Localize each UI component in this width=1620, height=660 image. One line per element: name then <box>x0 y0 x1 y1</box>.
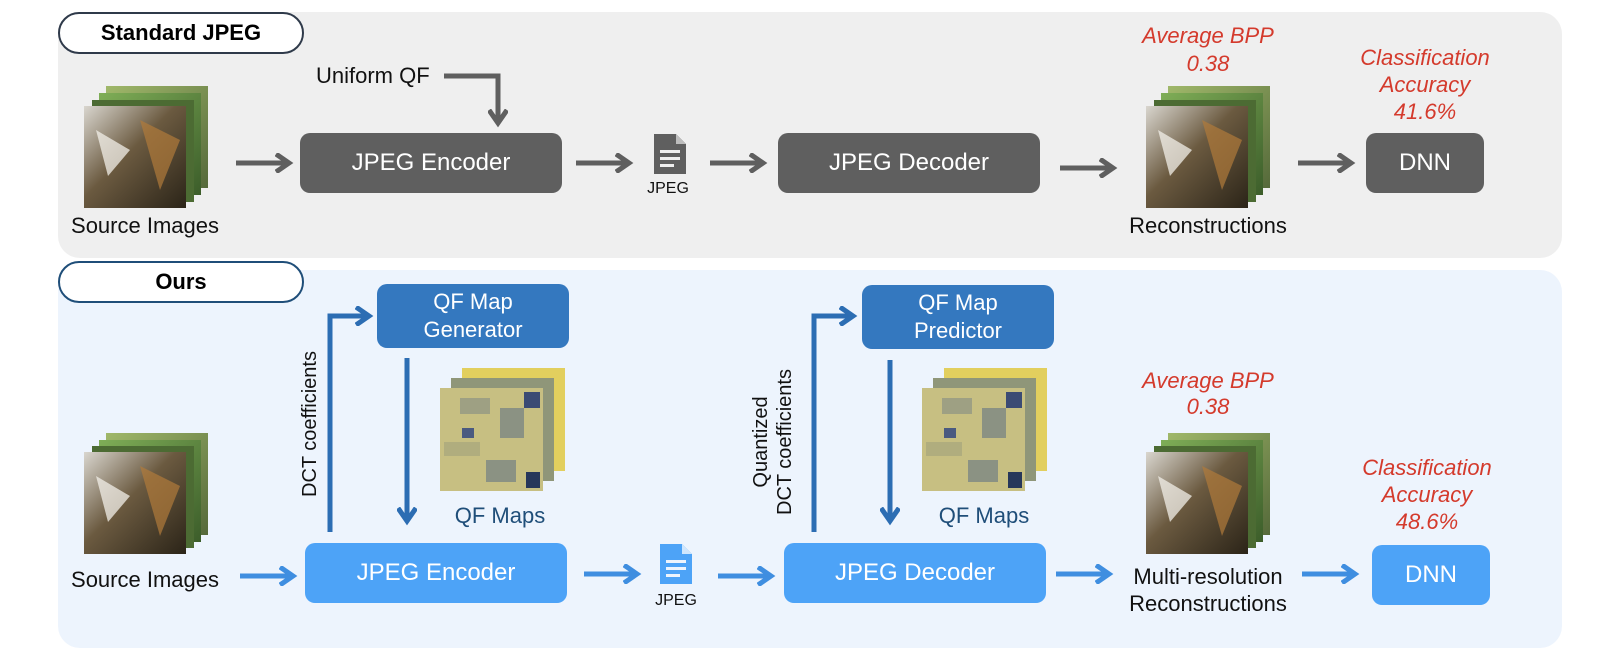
image-stack-icon <box>1146 433 1270 554</box>
predictor-line1: QF Map <box>918 290 998 315</box>
top-acc-line1: Classification <box>1360 45 1490 70</box>
top-bpp-value: 0.38 <box>1186 51 1230 76</box>
dct-coefficients-label: DCT coefficients <box>299 351 321 497</box>
bottom-source-images-label: Source Images <box>71 567 219 592</box>
top-dnn-box: DNN <box>1366 133 1484 193</box>
top-source-images-label: Source Images <box>71 213 219 238</box>
qf-map-predictor-box: QF Map Predictor <box>862 285 1054 349</box>
multi-resolution-reconstructions-label: Reconstructions <box>1129 591 1287 616</box>
predictor-line2: Predictor <box>913 318 1003 343</box>
arrow-icon <box>327 316 890 532</box>
document-icon <box>660 544 692 584</box>
image-stack-icon <box>84 433 208 554</box>
bottom-acc-value: 48.6% <box>1395 509 1459 534</box>
top-acc-line2: Accuracy <box>1379 72 1471 97</box>
arrow-icon <box>240 574 1354 576</box>
quantized-line2: DCT coefficients <box>774 369 796 515</box>
bottom-bpp-value: 0.38 <box>1186 394 1230 419</box>
qf-map-stack-icon <box>440 368 565 491</box>
arrow-icon <box>236 73 1350 168</box>
multi-resolution-label: Multi-resolution <box>1133 564 1283 589</box>
image-stack-icon <box>84 86 208 208</box>
standard-jpeg-title: Standard JPEG <box>58 12 304 54</box>
top-reconstructions-label: Reconstructions <box>1129 213 1287 238</box>
qf-map-stack-icon <box>922 368 1047 491</box>
quantized-line1: Quantized <box>750 396 772 488</box>
top-jpeg-file-label: JPEG <box>647 180 689 197</box>
bottom-jpeg-encoder-box: JPEG Encoder <box>305 543 567 603</box>
uniform-qf-label: Uniform QF <box>316 63 430 88</box>
top-jpeg-encoder-box: JPEG Encoder <box>300 133 562 193</box>
ours-title: Ours <box>58 261 304 303</box>
bottom-dnn-box: DNN <box>1372 545 1490 605</box>
bottom-bpp-title: Average BPP <box>1142 368 1274 393</box>
image-stack-icon <box>1146 86 1270 208</box>
quantized-dct-label: Quantized DCT coefficients <box>749 342 799 542</box>
top-acc-value: 41.6% <box>1393 99 1457 124</box>
bottom-acc-line1: Classification <box>1362 455 1492 480</box>
bottom-jpeg-decoder-box: JPEG Decoder <box>784 543 1046 603</box>
qf-map-generator-box: QF Map Generator <box>377 284 569 348</box>
top-bpp-title: Average BPP <box>1142 23 1274 48</box>
generator-line2: Generator <box>423 317 523 342</box>
top-jpeg-decoder-box: JPEG Decoder <box>778 133 1040 193</box>
bottom-acc-line2: Accuracy <box>1381 482 1473 507</box>
generator-line1: QF Map <box>433 289 513 314</box>
qf-maps-label-1: QF Maps <box>454 503 546 528</box>
document-icon <box>654 134 686 174</box>
qf-maps-label-2: QF Maps <box>938 503 1030 528</box>
bottom-jpeg-file-label: JPEG <box>655 592 697 609</box>
